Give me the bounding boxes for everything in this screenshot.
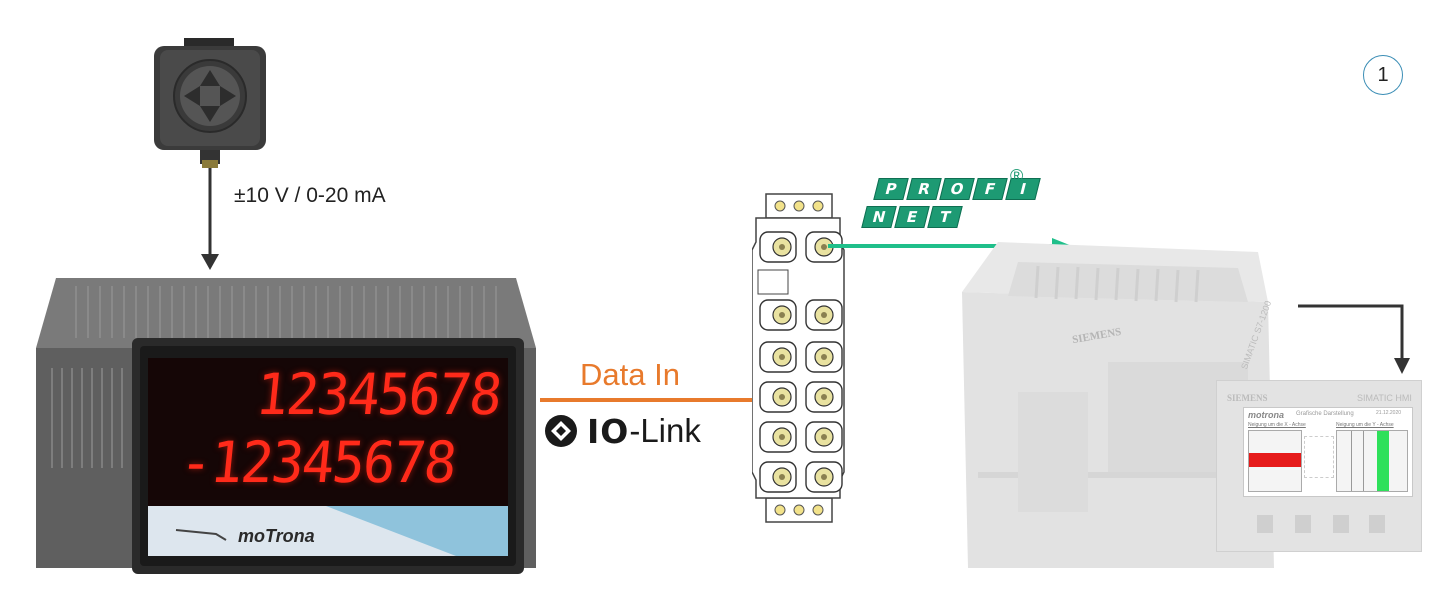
io-link-io: IO <box>587 411 630 451</box>
hmi-gauge-x-bar <box>1249 453 1301 467</box>
hmi-app-subtitle-text: Grafische Darstellung <box>1296 411 1354 417</box>
hmi-date-text: 21.12.2020 <box>1376 410 1402 416</box>
hmi-title: SIMATIC HMI <box>1357 393 1412 403</box>
hmi-gauge-y <box>1336 430 1408 492</box>
hmi-app-logo-text: motrona <box>1248 410 1284 420</box>
motrona-display-device <box>36 278 536 574</box>
hmi-key[interactable] <box>1257 515 1273 533</box>
hmi-date: 21.12.2020 <box>1376 410 1401 416</box>
display-line-1: 12345678 <box>253 361 504 427</box>
step-badge: 1 <box>1363 55 1403 95</box>
sensor-device <box>154 38 266 168</box>
hmi-panel-y-label: Neigung um die Y - Achse <box>1336 422 1394 428</box>
data-in-text: Data In <box>580 357 680 392</box>
signal-label: ±10 V / 0-20 mA <box>234 184 386 208</box>
hmi-gauge-y-tick <box>1363 431 1364 491</box>
display-line-2: -12345678 <box>177 429 458 495</box>
profinet-letter: F <box>972 178 1008 200</box>
hmi-gauge-y-bar <box>1377 431 1389 491</box>
profinet-letter: T <box>927 206 963 228</box>
profinet-letter: E <box>894 206 930 228</box>
display-brand: moTrona <box>238 526 315 547</box>
hmi-brand-text: SIEMENS <box>1227 393 1268 403</box>
profinet-letter: O <box>939 178 975 200</box>
hmi-app-logo: motrona <box>1248 410 1284 420</box>
display-line-2-text: -12345678 <box>176 429 458 496</box>
profinet-registered-text: ® <box>1010 166 1024 186</box>
data-in-label: Data In <box>580 357 680 393</box>
hmi-key[interactable] <box>1295 515 1311 533</box>
hmi-brand: SIEMENS <box>1227 393 1268 403</box>
hmi-panel-x-label: Neigung um die X - Achse <box>1248 422 1306 428</box>
hmi-arrow <box>1298 304 1410 374</box>
hmi-key[interactable] <box>1333 515 1349 533</box>
hmi-panel-y-label-text: Neigung um die Y - Achse <box>1336 422 1394 428</box>
hmi-key[interactable] <box>1369 515 1385 533</box>
hmi-panel-x-label-text: Neigung um die X - Achse <box>1248 422 1306 428</box>
display-line-1-text: 12345678 <box>252 361 504 428</box>
io-link-icon <box>545 415 577 447</box>
hmi-gauge-y-tick <box>1351 431 1352 491</box>
profinet-letter: R <box>906 178 942 200</box>
hmi-screen: motrona Grafische Darstellung 21.12.2020… <box>1243 407 1413 497</box>
hmi-title-text: SIMATIC HMI <box>1357 393 1412 403</box>
siemens-hmi: SIEMENS SIMATIC HMI motrona Grafische Da… <box>1216 380 1422 552</box>
profinet-registered-mark: ® <box>1010 166 1023 187</box>
signal-arrow <box>201 168 219 270</box>
profinet-letter: N <box>861 206 897 228</box>
signal-text: ±10 V / 0-20 mA <box>234 184 386 207</box>
hmi-gauge-x <box>1248 430 1302 492</box>
io-link-suffix: -Link <box>629 412 701 449</box>
step-badge-number: 1 <box>1377 63 1389 86</box>
hmi-gauge-mid <box>1304 436 1334 478</box>
profinet-row-2: N E T <box>861 206 1040 228</box>
hmi-app-subtitle: Grafische Darstellung <box>1296 411 1354 417</box>
profinet-letter: P <box>873 178 909 200</box>
display-brand-text: moTrona <box>238 526 315 546</box>
io-link-logo: IO -Link <box>543 410 701 452</box>
io-link-master <box>752 193 845 523</box>
